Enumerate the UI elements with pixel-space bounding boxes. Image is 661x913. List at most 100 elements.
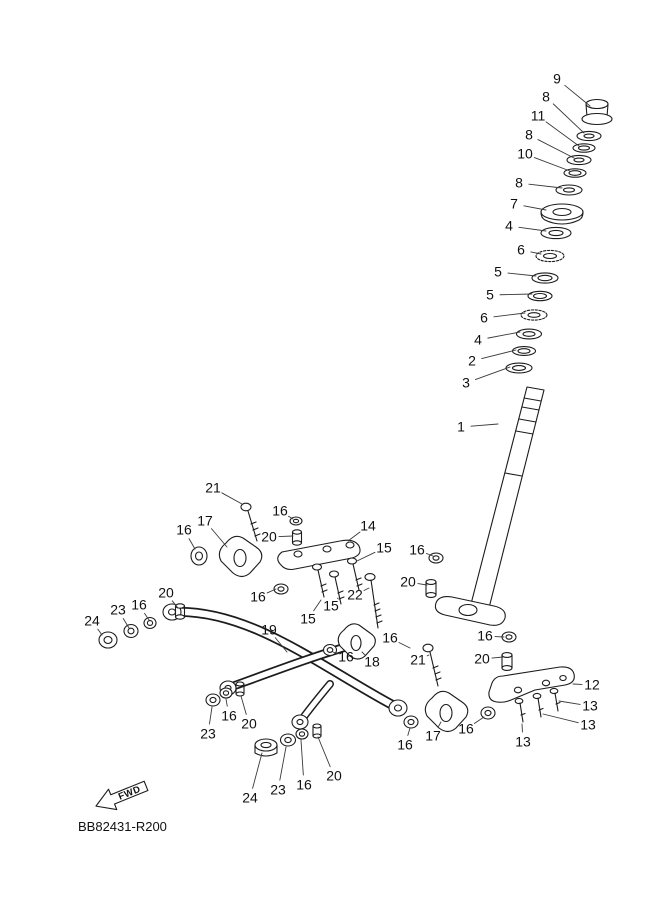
bearing-race: [531, 272, 559, 284]
callout-label: 2: [468, 353, 476, 369]
left-fastener-stack: [98, 603, 186, 649]
collar: [312, 723, 322, 739]
callout-leader-line: [437, 721, 442, 728]
callout-leader-line: [225, 698, 228, 707]
callout-label: 23: [200, 726, 216, 742]
callout-leader-line: [279, 746, 287, 781]
collar: [425, 579, 437, 598]
collar: [291, 529, 303, 546]
callout-leader-line: [252, 752, 263, 789]
callout-leader-line: [122, 618, 130, 629]
callout-label: 15: [300, 611, 316, 627]
callout-label: 8: [515, 175, 523, 191]
callout-label: 16: [458, 721, 474, 737]
callout-label: 8: [525, 127, 533, 143]
bolt: [346, 557, 363, 591]
callout-leader-line: [211, 528, 228, 548]
callout-leader-line: [356, 551, 376, 562]
callout-label: 16: [382, 630, 398, 646]
callout-label: 24: [84, 613, 100, 629]
callout-label: 20: [474, 651, 490, 667]
stem-base-bracket: [434, 596, 506, 626]
bolt-small: [532, 692, 544, 718]
washer: [540, 226, 572, 240]
clamp-18: [337, 623, 376, 660]
bottom-fastener-stack: [254, 723, 322, 757]
diagram-code: BB82431-R200: [78, 819, 167, 834]
callout-leader-line: [240, 695, 247, 715]
callout-label: 6: [480, 310, 488, 326]
seal-ring: [511, 346, 537, 356]
callout-leader-line: [542, 713, 579, 724]
callout-leader-line: [398, 642, 411, 649]
callout-label: 16: [338, 649, 354, 665]
callout-label: 16: [131, 597, 147, 613]
callout-label: 20: [261, 529, 277, 545]
callout-leader-line: [558, 700, 581, 705]
callout-leader-line: [288, 515, 294, 520]
callout-leader-line: [552, 103, 585, 134]
callout-label: 21: [410, 652, 426, 668]
callout-label: 11: [531, 108, 546, 124]
callout-label: 10: [517, 146, 533, 162]
bolt-long: [364, 573, 383, 629]
callout-leader-line: [493, 312, 526, 318]
washer: [295, 728, 309, 740]
callout-leader-line: [533, 157, 571, 172]
callout-label: 21: [205, 480, 221, 496]
callout-label: 24: [242, 790, 258, 806]
callout-label: 9: [553, 71, 561, 87]
bolt-small: [549, 687, 561, 712]
washer: [219, 687, 233, 699]
clamp-left: [218, 535, 263, 578]
callout-label: 12: [584, 677, 600, 693]
callout-label: 7: [510, 196, 518, 212]
bearing: [520, 309, 548, 321]
callout-leader-line: [278, 535, 294, 538]
callout-label: 20: [326, 768, 342, 784]
mid-fastener-stack: [205, 681, 245, 707]
callout-label: 4: [474, 332, 482, 348]
washer: [555, 184, 583, 196]
nut: [98, 631, 118, 649]
dust-cover: [540, 203, 584, 225]
callout-label: 8: [542, 89, 550, 105]
callout-label: 20: [158, 585, 174, 601]
callout-label: 20: [241, 716, 257, 732]
washer: [123, 623, 139, 639]
callout-label: 15: [376, 540, 392, 556]
washer: [190, 546, 208, 566]
bearing-race: [527, 290, 553, 302]
clamp-right: [424, 690, 469, 733]
callout-label: 6: [517, 242, 525, 258]
callout-label: 18: [364, 654, 380, 670]
callout-leader-line: [317, 736, 331, 768]
callout-leader-line: [332, 651, 338, 654]
callout-label: 13: [582, 698, 598, 714]
callout-label: 16: [477, 628, 493, 644]
callout-label: 16: [221, 708, 237, 724]
callout-leader-line: [528, 183, 563, 189]
callout-leader-line: [545, 121, 580, 147]
callout-label: 5: [494, 264, 502, 280]
cap-nut: [581, 98, 613, 126]
washer: [403, 715, 419, 729]
bracket-14: [277, 539, 361, 571]
ring: [572, 143, 596, 153]
callout-label: 16: [250, 589, 266, 605]
callout-label: 4: [505, 218, 513, 234]
callout-label: 16: [409, 542, 425, 558]
callout-leader-line: [481, 349, 517, 360]
callout-label: 16: [397, 737, 413, 753]
bolt-small: [514, 697, 526, 723]
callout-leader-line: [491, 656, 504, 659]
callout-leader-line: [530, 251, 542, 255]
bolt: [240, 502, 261, 542]
callout-label: 14: [360, 518, 376, 534]
bearing: [535, 249, 565, 263]
bearing-stack: [505, 98, 613, 374]
callout-leader-line: [300, 739, 304, 776]
